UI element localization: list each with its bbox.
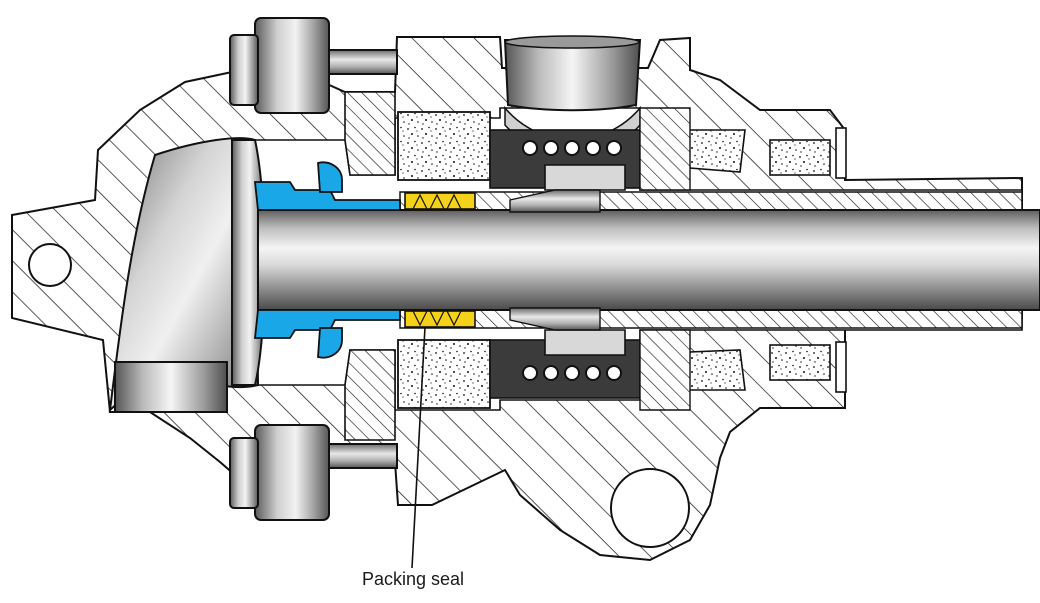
carbon-guide-top xyxy=(253,181,401,211)
flange-hole-left xyxy=(28,243,72,287)
wedge-bottom xyxy=(639,329,691,411)
bolt-top-head xyxy=(254,17,330,114)
shaft-sleeve-bottom xyxy=(399,309,1023,329)
spring-bottom xyxy=(522,365,622,381)
bearing-mid-bottom xyxy=(684,349,746,391)
retainer-ring-bottom xyxy=(835,341,847,393)
shaft-sleeve-top xyxy=(399,191,1023,211)
packing-seal-top xyxy=(404,192,476,210)
bolt-bottom-shank xyxy=(328,443,398,469)
bottom-port xyxy=(114,361,228,413)
bearing-right-bottom xyxy=(769,344,831,381)
rotor-collar-bottom xyxy=(544,329,626,356)
wedge-top xyxy=(639,107,691,191)
bolt-top-shank xyxy=(328,49,398,75)
carbon-guide-bottom xyxy=(253,309,401,339)
rotor-bevel-top xyxy=(509,189,601,213)
bolt-bottom-head xyxy=(254,424,330,521)
packing-seal-bottom xyxy=(404,310,476,328)
carbon-guide-top-lip xyxy=(317,161,343,193)
top-port-rim xyxy=(504,35,640,49)
packing-seal-leader xyxy=(411,326,426,569)
bearing-right-top xyxy=(769,139,831,176)
retainer-ring-top xyxy=(835,127,847,179)
bolt-bottom-washer xyxy=(229,437,259,509)
flange-plate-top xyxy=(344,91,396,176)
carbon-guide-bottom-lip xyxy=(317,327,343,359)
bearing-mid-top xyxy=(684,129,746,173)
packing-seal-label: Packing seal xyxy=(362,569,465,589)
spring-top xyxy=(522,140,622,156)
bearing-left-bottom xyxy=(397,339,491,409)
bearing-left-top xyxy=(397,111,491,181)
lug-hole-bottom xyxy=(610,468,690,548)
rotor-collar-top xyxy=(544,164,626,191)
flange-plate-bottom xyxy=(344,349,396,441)
bolt-top-washer xyxy=(229,34,259,106)
rotor-bevel-bottom xyxy=(509,307,601,331)
top-port xyxy=(503,39,642,112)
main-shaft xyxy=(257,209,1040,311)
